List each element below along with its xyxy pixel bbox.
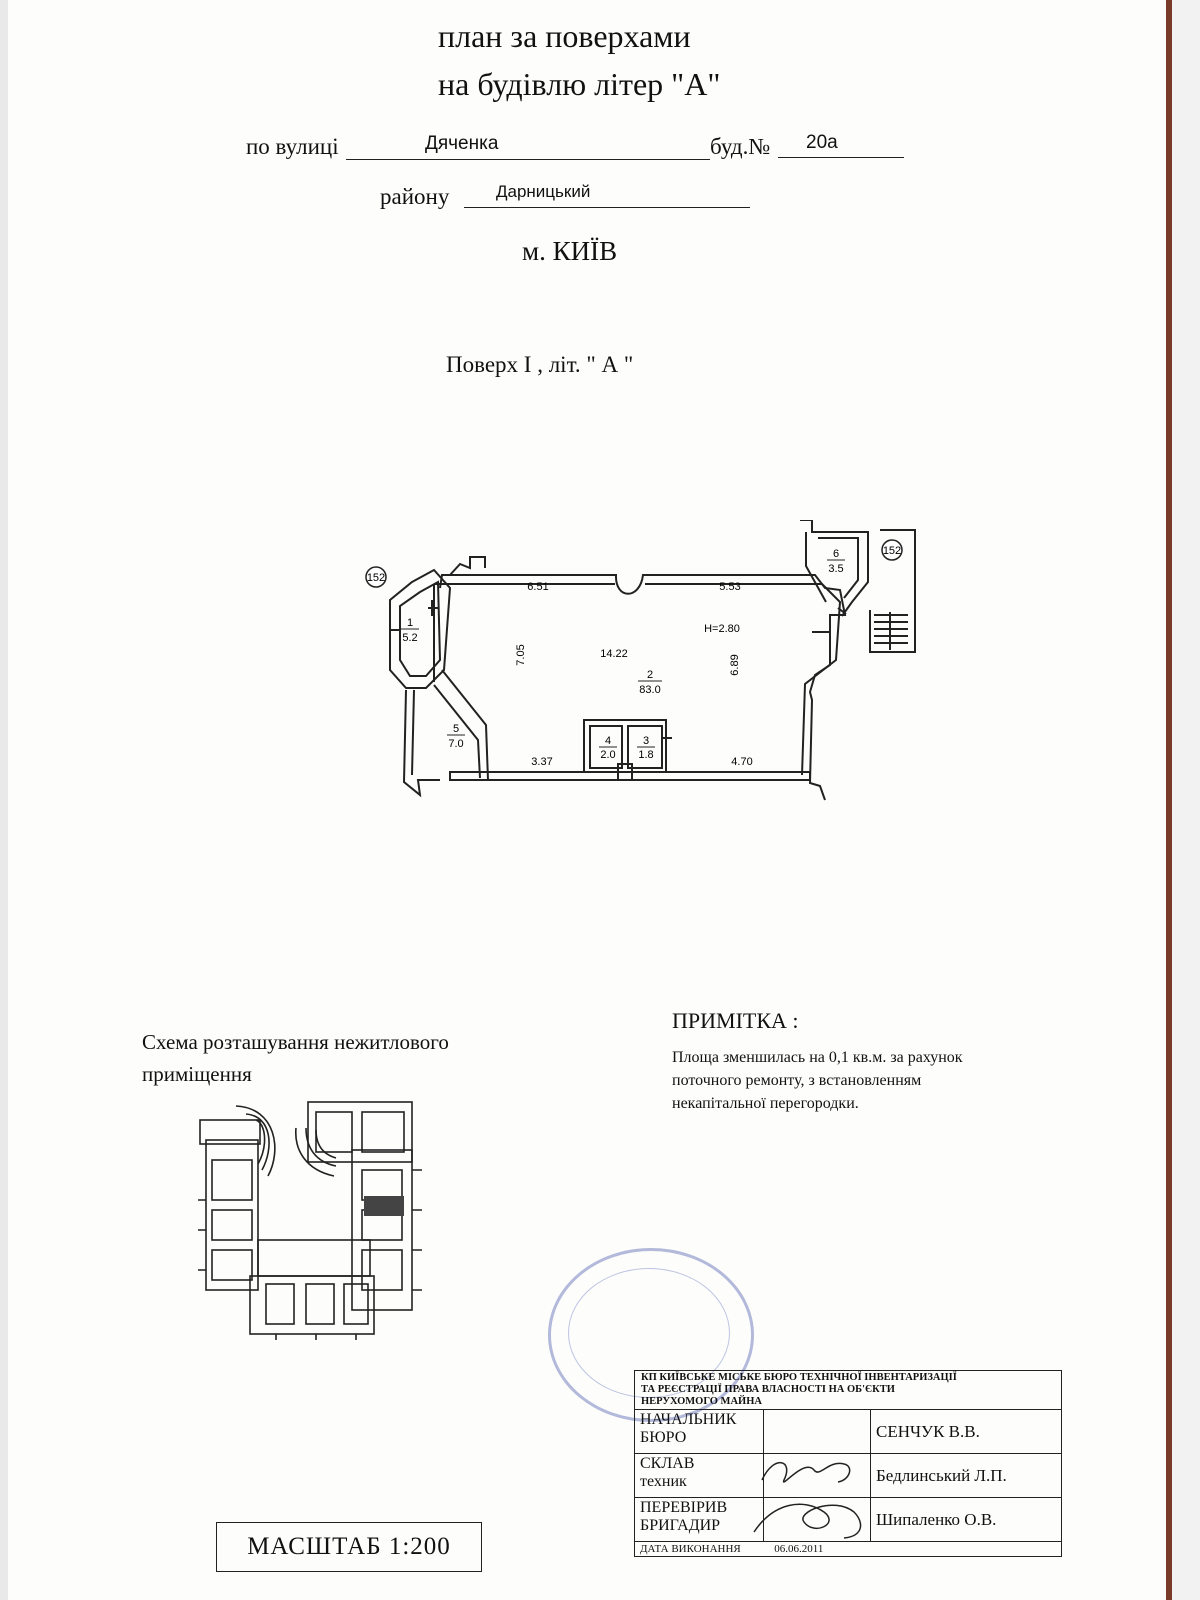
street-value: Дяченка xyxy=(425,133,499,154)
room-3-area: 1.8 xyxy=(638,749,653,761)
dimension-label: 14.22 xyxy=(600,648,628,660)
site-schema xyxy=(198,1101,422,1340)
room-6-area: 3.5 xyxy=(828,563,843,575)
note-line-2: поточного ремонту, з встановленням xyxy=(672,1072,922,1089)
section-marker-left xyxy=(365,566,387,588)
district-value: Дарницький xyxy=(496,182,591,201)
room-5-area: 7.0 xyxy=(448,738,463,750)
date-label: ДАТА ВИКОНАННЯ xyxy=(640,1543,741,1555)
signature-header-line-3: НЕРУХОМОГО МАЙНА xyxy=(641,1396,762,1407)
signature-role-sub: техник xyxy=(640,1473,687,1490)
signature-role: ПЕРЕВІРИВ xyxy=(640,1499,728,1516)
street-underline xyxy=(346,159,710,160)
section-marker-right-label: 152 xyxy=(883,545,901,557)
signature-role: СКЛАВ xyxy=(640,1455,695,1472)
dimension-label: 4.70 xyxy=(731,756,752,768)
section-marker-left-label: 152 xyxy=(367,572,385,584)
room-5-number: 5 xyxy=(453,723,459,735)
room-2-area: 83.0 xyxy=(639,684,660,696)
floor-plan: 152 152 6.51 5.53 14.22 7.05 6.89 3.37 4… xyxy=(365,520,916,801)
schema-title-line-1: Схема розташування нежитлового xyxy=(142,1030,449,1054)
scale-box: МАСШТАБ 1:200 xyxy=(216,1522,482,1572)
signature-block: КП КИЇВСЬКЕ МІСЬКЕ БЮРО ТЕХНІЧНОЇ ІНВЕНТ… xyxy=(634,1370,1062,1557)
dimension-label: 6.51 xyxy=(527,581,548,593)
signature-cell xyxy=(763,1409,871,1454)
signature-name: СЕНЧУК В.В. xyxy=(870,1409,1062,1454)
page-margin xyxy=(1172,0,1200,1600)
room-2-number: 2 xyxy=(647,669,653,681)
room-4-number: 4 xyxy=(605,735,611,747)
room-6-number: 6 xyxy=(833,548,839,560)
building-underline xyxy=(778,157,904,158)
signature-header-line-2: ТА РЕЄСТРАЦІЇ ПРАВА ВЛАСНОСТІ НА ОБ'ЄКТИ xyxy=(641,1384,895,1395)
room-1-number: 1 xyxy=(407,617,413,629)
building-label: буд.№ xyxy=(710,134,771,159)
room-4-area: 2.0 xyxy=(600,749,615,761)
section-marker-right xyxy=(881,539,903,561)
building-value: 20а xyxy=(806,132,838,153)
handwritten-signature xyxy=(753,1503,862,1539)
signature-role-sub: БЮРО xyxy=(640,1429,687,1446)
signature-role: НАЧАЛЬНИК xyxy=(640,1411,737,1428)
binding-edge xyxy=(1166,0,1172,1600)
title-line-1: план за поверхами xyxy=(438,18,691,54)
dimension-label: 5.53 xyxy=(719,581,740,593)
highlighted-premises xyxy=(364,1196,404,1216)
street-label: по вулиці xyxy=(246,134,339,159)
floor-title: Поверх I , літ. " А " xyxy=(446,352,634,377)
signature-name: Шипаленко О.В. xyxy=(870,1497,1062,1542)
title-line-2: на будівлю літер "А" xyxy=(438,66,721,102)
dimension-label: 3.37 xyxy=(531,756,552,768)
ceiling-height: H=2.80 xyxy=(704,623,740,635)
signature-cell xyxy=(761,1453,871,1498)
signature-cell xyxy=(753,1497,871,1542)
dimension-label: 7.05 xyxy=(515,644,527,665)
district-underline xyxy=(464,207,750,208)
date-value: 06.06.2011 xyxy=(774,1543,824,1555)
handwritten-signature xyxy=(761,1461,851,1483)
city: м. КИЇВ xyxy=(522,236,618,266)
room-1-area: 5.2 xyxy=(402,632,417,644)
room-3-number: 3 xyxy=(643,735,649,747)
note-heading: ПРИМІТКА : xyxy=(672,1008,799,1033)
signature-header-line-1: КП КИЇВСЬКЕ МІСЬКЕ БЮРО ТЕХНІЧНОЇ ІНВЕНТ… xyxy=(641,1372,957,1383)
note-line-3: некапітальної перегородки. xyxy=(672,1095,859,1112)
signature-role-sub: БРИГАДИР xyxy=(640,1517,721,1534)
dimension-label: 6.89 xyxy=(729,654,741,675)
district-label: району xyxy=(380,184,450,209)
note-line-1: Площа зменшилась на 0,1 кв.м. за рахунок xyxy=(672,1049,963,1066)
schema-title-line-2: приміщення xyxy=(142,1062,252,1086)
signature-name: Бедлинський Л.П. xyxy=(870,1453,1062,1498)
